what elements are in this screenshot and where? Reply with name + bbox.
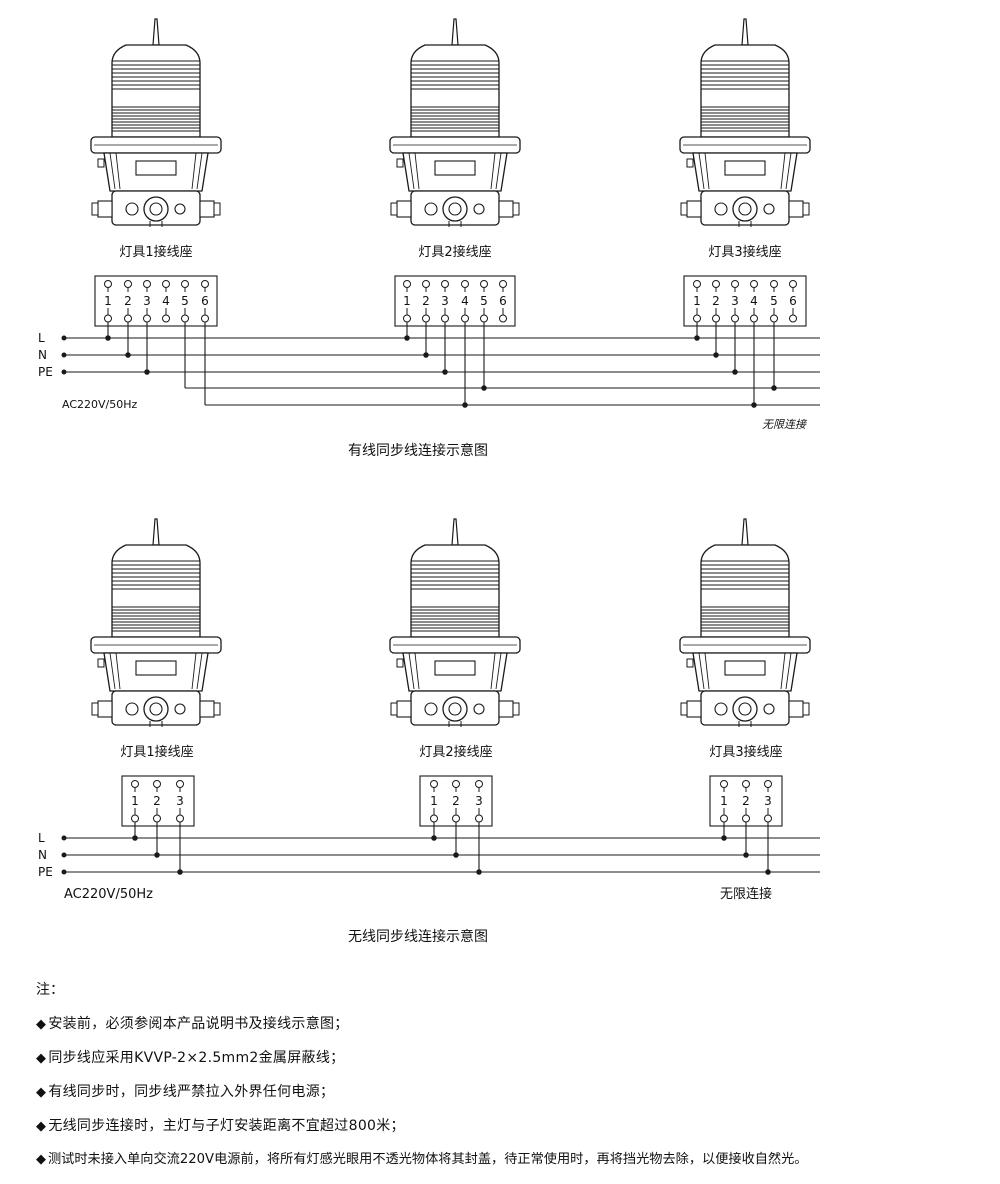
wired-bus-label-l: L (38, 331, 45, 345)
terminal-3-3: 3 (731, 294, 739, 308)
wl-terminal-1-3: 3 (176, 794, 184, 808)
note-text: 有线同步时，同步线严禁拉入外界任何电源； (48, 1084, 335, 1100)
wl-lamp-3-label: 灯具3接线座 (709, 744, 782, 760)
notes-heading: 注： (36, 982, 64, 998)
note-text: 安装前，必须参阅本产品说明书及接线示意图； (48, 1016, 349, 1032)
wireless-power-label: AC220V/50Hz (64, 887, 153, 902)
wired-drops (105, 322, 777, 408)
black-diamond-icon: ◆ (36, 1152, 46, 1167)
note-text: 同步线应采用KVVP-2×2.5mm2金属屏蔽线； (48, 1050, 345, 1066)
terminal-2-3: 3 (441, 294, 449, 308)
wl-lamp-1-icon (90, 518, 222, 728)
terminal-1-4: 4 (162, 294, 170, 308)
note-item: ◆有线同步时，同步线严禁拉入外界任何电源； (36, 1082, 996, 1116)
terminal-2-6: 6 (499, 294, 507, 308)
terminal-2-2: 2 (422, 294, 430, 308)
wireless-unlimited-label: 无限连接 (720, 886, 772, 902)
terminal-2-5: 5 (480, 294, 488, 308)
note-item: ◆测试时未接入单向交流220V电源前，将所有灯感光眼用不透光物体将其封盖，待正常… (36, 1150, 996, 1184)
lamp-3-icon (679, 18, 811, 228)
black-diamond-icon: ◆ (36, 1119, 47, 1134)
wl-lamp-3-icon (679, 518, 811, 728)
wl-terminal-3-2: 2 (742, 794, 750, 808)
wireless-drops (132, 822, 771, 875)
wireless-bus-label-n: N (38, 848, 47, 862)
wired-section: 灯具1接线座 灯具2接线座 灯具3接线座 1 (38, 18, 820, 459)
wired-bus-lines (64, 337, 820, 406)
wireless-bus-lines (64, 837, 820, 873)
terminal-1-2: 2 (124, 294, 132, 308)
wl-lamp-1-label: 灯具1接线座 (120, 744, 193, 760)
terminal-1-1: 1 (104, 294, 112, 308)
terminal-3-1: 1 (693, 294, 701, 308)
wl-terminal-3-3: 3 (764, 794, 772, 808)
notes-section: 注： ◆安装前，必须参阅本产品说明书及接线示意图； ◆同步线应采用KVVP-2×… (36, 980, 996, 1184)
lamp-2-icon (389, 18, 521, 228)
wl-terminal-block-2: 1 2 3 (419, 775, 493, 827)
note-text: 无线同步连接时，主灯与子灯安装距离不宜超过800米； (48, 1118, 405, 1134)
terminal-1-6: 6 (201, 294, 209, 308)
terminal-3-2: 2 (712, 294, 720, 308)
terminal-3-4: 4 (750, 294, 758, 308)
lamp-1-icon (90, 18, 222, 228)
lamp-2-label: 灯具2接线座 (418, 244, 491, 260)
wired-bus-label-pe: PE (38, 365, 53, 379)
wl-terminal-1-1: 1 (131, 794, 139, 808)
wired-bus-start-dots (61, 335, 67, 375)
wireless-bus-label-l: L (38, 831, 45, 845)
wired-caption: 有线同步线连接示意图 (348, 442, 488, 459)
terminal-2-4: 4 (461, 294, 469, 308)
wl-lamp-2-icon (389, 518, 521, 728)
wired-bus-label-n: N (38, 348, 47, 362)
terminal-3-6: 6 (789, 294, 797, 308)
wl-terminal-block-1: 1 2 3 (121, 775, 195, 827)
wireless-bus-start-dots (61, 835, 67, 875)
terminal-2-1: 1 (403, 294, 411, 308)
terminal-1-3: 3 (143, 294, 151, 308)
note-item: ◆安装前，必须参阅本产品说明书及接线示意图； (36, 1014, 996, 1048)
terminal-3-5: 5 (770, 294, 778, 308)
black-diamond-icon: ◆ (36, 1017, 47, 1032)
wireless-section: 灯具1接线座 灯具2接线座 灯具3接线座 1 2 3 (38, 518, 820, 945)
note-item: ◆同步线应采用KVVP-2×2.5mm2金属屏蔽线； (36, 1048, 996, 1082)
wl-terminal-1-2: 2 (153, 794, 161, 808)
wl-terminal-2-3: 3 (475, 794, 483, 808)
wl-terminal-3-1: 1 (720, 794, 728, 808)
wired-power-label: AC220V/50Hz (62, 398, 138, 411)
wireless-bus-label-pe: PE (38, 865, 53, 879)
terminal-1-5: 5 (181, 294, 189, 308)
note-item: ◆无线同步连接时，主灯与子灯安装距离不宜超过800米； (36, 1116, 996, 1150)
black-diamond-icon: ◆ (36, 1085, 47, 1100)
wl-terminal-block-3: 1 2 3 (709, 775, 783, 827)
wl-terminal-2-2: 2 (452, 794, 460, 808)
terminal-block-2: 1 2 3 4 5 6 (394, 275, 516, 327)
terminal-block-3: 1 2 3 4 5 6 (683, 275, 807, 327)
lamp-1-label: 灯具1接线座 (119, 244, 192, 260)
lamp-3-label: 灯具3接线座 (708, 244, 781, 260)
wl-lamp-2-label: 灯具2接线座 (419, 744, 492, 760)
note-text: 测试时未接入单向交流220V电源前，将所有灯感光眼用不透光物体将其封盖，待正常使… (48, 1152, 808, 1167)
black-diamond-icon: ◆ (36, 1051, 47, 1066)
wl-terminal-2-1: 1 (430, 794, 438, 808)
wireless-caption: 无线同步线连接示意图 (348, 928, 488, 945)
terminal-block-1: 1 2 3 4 5 6 (94, 275, 218, 327)
wired-unlimited-label: 无限连接 (762, 418, 808, 431)
